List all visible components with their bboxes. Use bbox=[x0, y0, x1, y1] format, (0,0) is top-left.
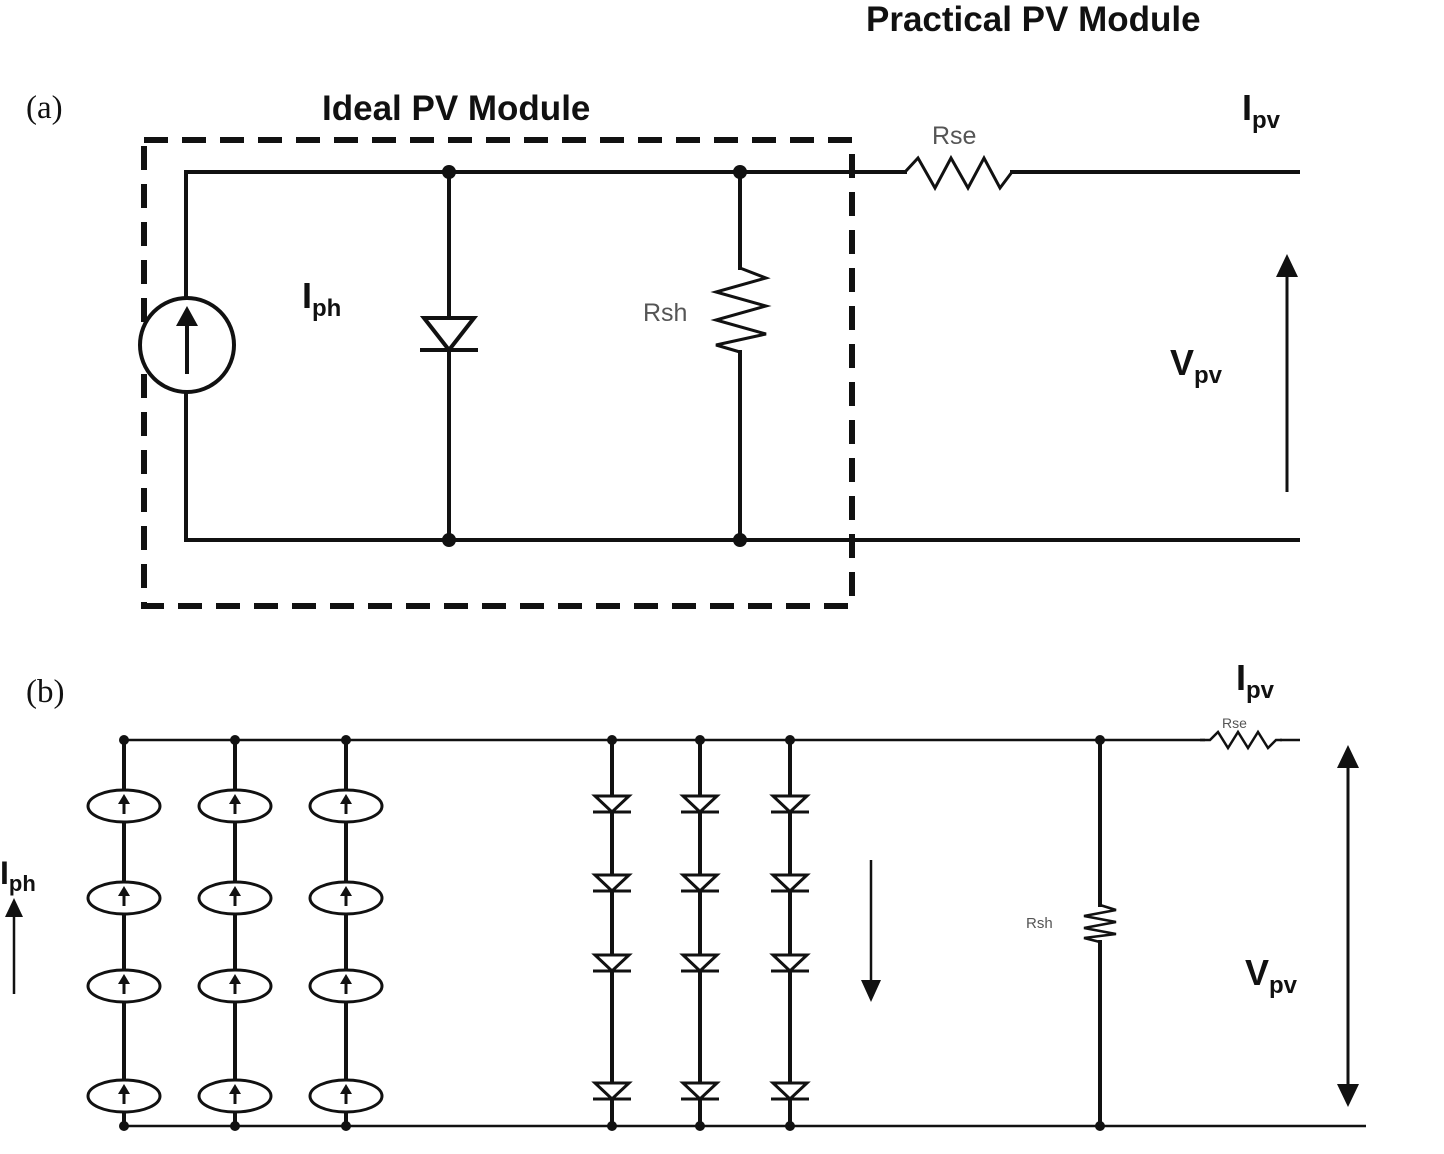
vpv-arrowhead-bottom-b bbox=[1337, 1084, 1359, 1107]
ideal-module-boundary bbox=[141, 137, 855, 609]
diode-a bbox=[419, 316, 479, 354]
diode-icon bbox=[591, 953, 633, 974]
current-source-arrowhead bbox=[229, 1084, 241, 1094]
current-source-arrowhead bbox=[229, 974, 241, 984]
current-source-arrowhead bbox=[118, 1084, 130, 1094]
junction-dot bbox=[695, 735, 705, 745]
vpv-arrowhead-top-b bbox=[1337, 745, 1359, 768]
rse-resistor-b bbox=[1200, 729, 1282, 751]
junction-dot bbox=[695, 1121, 705, 1131]
panel-b: (b) Iph Rsh Rse Ipv Vpv bbox=[0, 657, 1366, 1131]
diode-icon bbox=[769, 1081, 811, 1102]
current-source-arrowhead bbox=[340, 794, 352, 804]
junction-dot bbox=[341, 1121, 351, 1131]
diode-icon bbox=[591, 873, 633, 894]
junction-dot bbox=[230, 735, 240, 745]
iph-label-b: Iph bbox=[0, 855, 36, 896]
practical-pv-module-title: Practical PV Module bbox=[866, 0, 1201, 39]
junction-dot bbox=[1095, 1121, 1105, 1131]
diode-icon bbox=[679, 794, 721, 815]
junction-dot bbox=[341, 735, 351, 745]
diode-icon bbox=[679, 953, 721, 974]
current-source-arrowhead bbox=[340, 974, 352, 984]
current-source-arrowhead bbox=[118, 974, 130, 984]
junction-dot bbox=[442, 533, 456, 547]
junction-dot bbox=[785, 735, 795, 745]
diode-icon bbox=[769, 953, 811, 974]
junction-dot bbox=[607, 735, 617, 745]
junction-dot bbox=[733, 165, 747, 179]
junction-dot bbox=[119, 1121, 129, 1131]
current-source-arrowhead bbox=[340, 1084, 352, 1094]
current-source-a bbox=[138, 296, 236, 394]
current-source-arrowhead bbox=[229, 794, 241, 804]
ipv-label-a: Ipv bbox=[1242, 87, 1281, 134]
diode-icon bbox=[591, 1081, 633, 1102]
diode-icon bbox=[769, 794, 811, 815]
rsh-resistor-a bbox=[710, 266, 772, 354]
ideal-pv-module-title: Ideal PV Module bbox=[322, 89, 590, 128]
vpv-label-a: Vpv bbox=[1170, 342, 1223, 389]
ipv-label-b: Ipv bbox=[1236, 657, 1275, 704]
current-source-arrowhead bbox=[340, 886, 352, 896]
rse-label-a: Rse bbox=[932, 122, 976, 150]
junction-dot bbox=[1095, 735, 1105, 745]
diode-current-arrowhead bbox=[861, 980, 881, 1002]
current-source-arrowhead bbox=[118, 794, 130, 804]
rse-resistor-a bbox=[890, 154, 1014, 192]
diode-array bbox=[591, 735, 811, 1131]
diode-icon bbox=[591, 794, 633, 815]
junction-dot bbox=[785, 1121, 795, 1131]
rsh-label-a: Rsh bbox=[643, 299, 687, 327]
vpv-arrowhead-a bbox=[1276, 254, 1298, 277]
panel-b-label: (b) bbox=[26, 674, 64, 710]
junction-dot bbox=[230, 1121, 240, 1131]
diode-icon bbox=[679, 1081, 721, 1102]
rse-label-b: Rse bbox=[1222, 715, 1247, 731]
vpv-label-b: Vpv bbox=[1245, 952, 1298, 999]
junction-dot bbox=[442, 165, 456, 179]
current-source-arrowhead bbox=[118, 886, 130, 896]
source-array bbox=[86, 735, 384, 1131]
diode-icon bbox=[679, 873, 721, 894]
junction-dot bbox=[607, 1121, 617, 1131]
iph-label-a: Iph bbox=[302, 275, 341, 322]
junction-dot bbox=[733, 533, 747, 547]
iph-arrowhead-b bbox=[5, 898, 23, 917]
panel-a: (a) Ideal PV Module Iph Rsh bbox=[26, 87, 1300, 609]
panel-a-label: (a) bbox=[26, 90, 63, 126]
rsh-label-b: Rsh bbox=[1026, 915, 1053, 932]
junction-dot bbox=[119, 735, 129, 745]
diode-triangle bbox=[419, 316, 479, 354]
rsh-resistor-b bbox=[1083, 903, 1117, 944]
diode-icon bbox=[769, 873, 811, 894]
current-source-arrowhead bbox=[176, 306, 198, 326]
current-source-arrowhead bbox=[229, 886, 241, 896]
